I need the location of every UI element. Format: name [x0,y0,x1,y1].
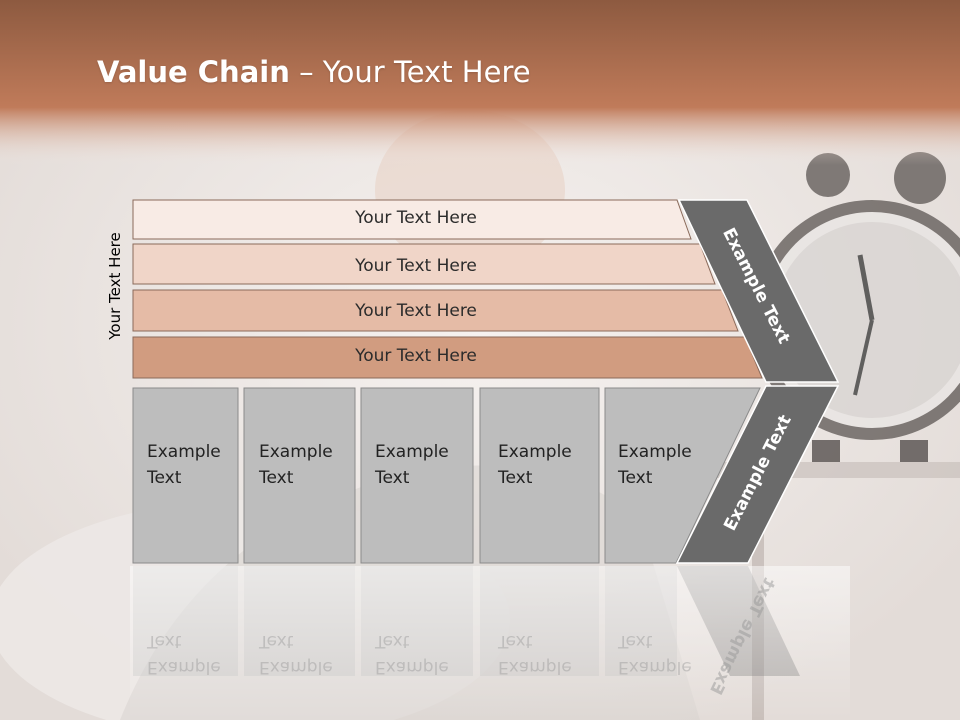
chevron-top [677,199,840,383]
row-bar-2 [132,243,716,285]
row-bar-1 [132,199,692,240]
row-label-4: Your Text Here [355,346,477,366]
chevron-bottom [675,385,840,564]
box-4 [479,387,600,564]
slide-title: Value Chain – Your Text Here [97,55,531,89]
row-label-2: Your Text Here [355,256,477,276]
box-2 [243,387,356,564]
row-label-3: Your Text Here [355,301,477,321]
row-label-1: Your Text Here [355,208,477,228]
box-1 [132,387,239,564]
row-bar-3 [132,289,739,332]
row-bar-4 [132,336,763,379]
box-5 [604,387,761,564]
box-3 [360,387,474,564]
